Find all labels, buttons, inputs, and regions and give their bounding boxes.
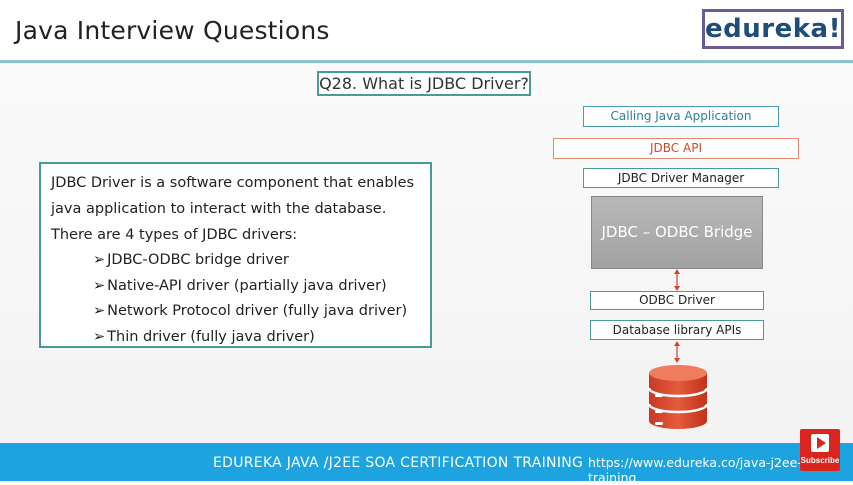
subscribe-button[interactable]: Subscribe: [800, 429, 840, 471]
odbc-driver-box: ODBC Driver: [590, 291, 764, 310]
database-icon: [647, 365, 709, 429]
database-library-apis-box: Database library APIs: [590, 320, 764, 340]
jdbc-driver-manager-box: JDBC Driver Manager: [583, 168, 779, 188]
driver-type-list: JDBC-ODBC bridge driver Native-API drive…: [51, 248, 420, 350]
description-box: JDBC Driver is a software component that…: [39, 162, 432, 348]
list-item: Network Protocol driver (fully java driv…: [93, 299, 420, 325]
jdbc-odbc-bridge-box: JDBC – ODBC Bridge: [591, 196, 763, 269]
jdbc-api-box: JDBC API: [553, 138, 799, 159]
list-item: JDBC-ODBC bridge driver: [93, 248, 420, 274]
header-divider: [0, 60, 853, 63]
edureka-logo: edureka!: [702, 9, 844, 49]
double-arrow-icon: [674, 341, 680, 363]
calling-java-application-box: Calling Java Application: [583, 106, 779, 127]
slide-header: Java Interview Questions edureka!: [0, 0, 853, 63]
slide-title: Java Interview Questions: [15, 16, 330, 45]
logo-text: edureka!: [705, 14, 841, 44]
subscribe-label: Subscribe: [800, 456, 840, 465]
list-item: Thin driver (fully java driver): [93, 325, 420, 351]
play-icon: [811, 434, 829, 452]
list-item: Native-API driver (partially java driver…: [93, 274, 420, 300]
description-intro: JDBC Driver is a software component that…: [51, 175, 415, 243]
footer-training-title: EDUREKA JAVA /J2EE SOA CERTIFICATION TRA…: [213, 455, 584, 471]
question-title: Q28. What is JDBC Driver?: [317, 71, 531, 96]
double-arrow-icon: [674, 269, 680, 291]
slide-footer: EDUREKA JAVA /J2EE SOA CERTIFICATION TRA…: [0, 443, 853, 485]
